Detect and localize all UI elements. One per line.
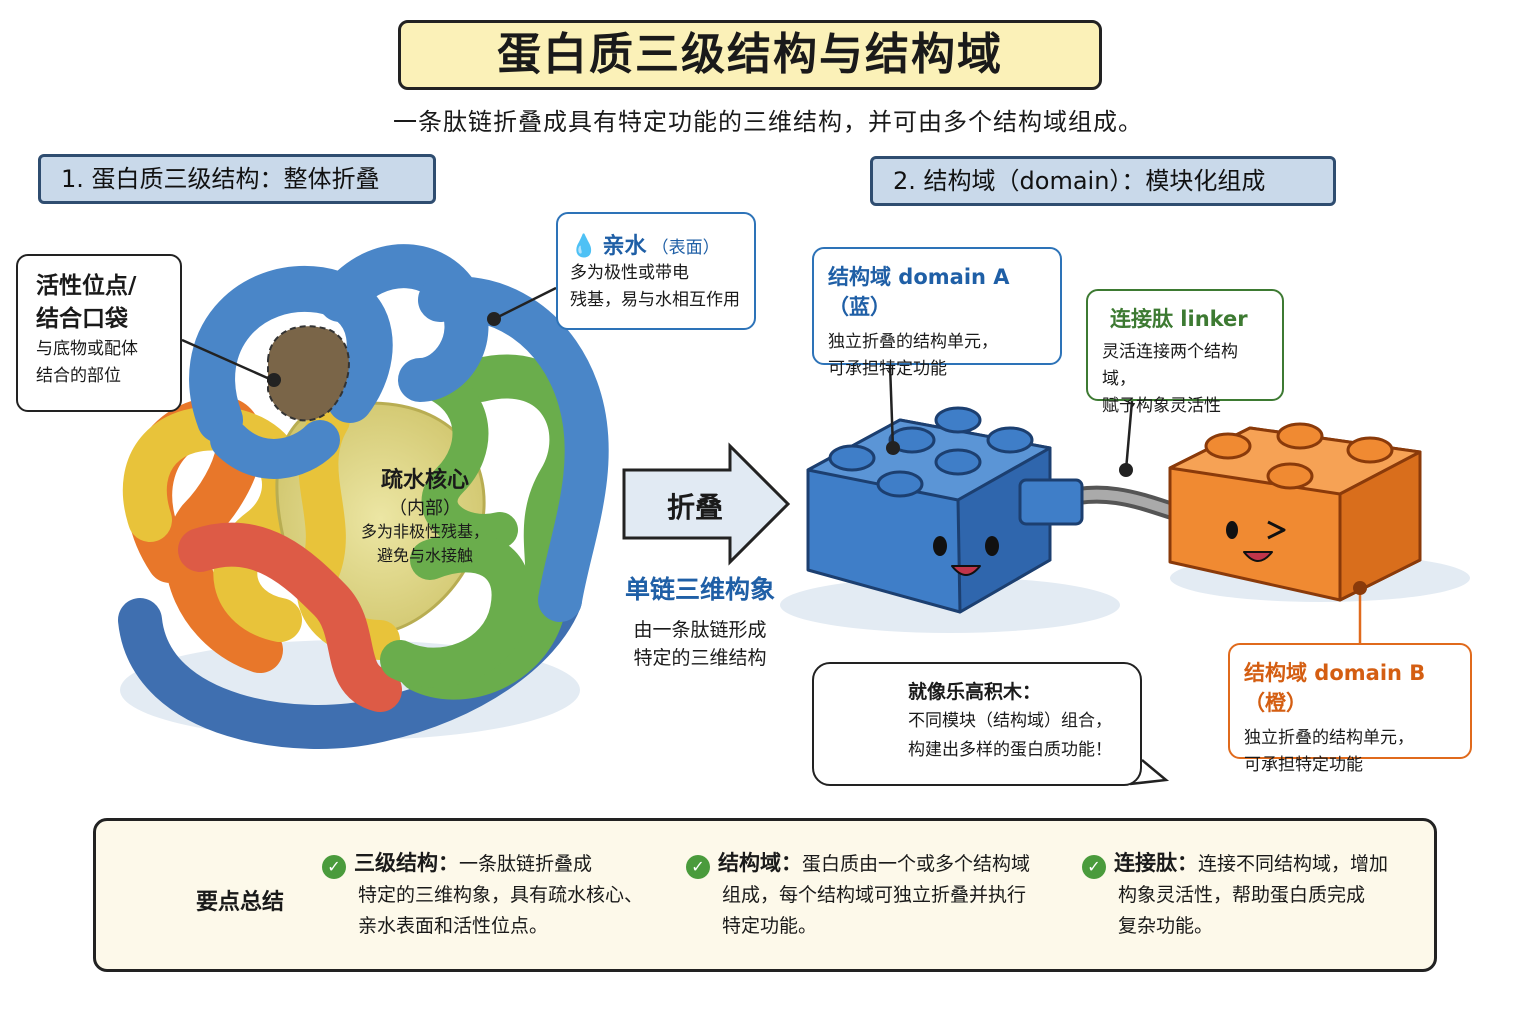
hydrophilic-pointer-line — [493, 286, 557, 321]
single-chain-caption: 由一条肽链形成 特定的三维结构 — [590, 616, 810, 672]
summary-line: 特定功能。 — [722, 915, 818, 937]
linker-title: 连接肽 linker — [1110, 307, 1248, 331]
domain-a-desc-1: 独立折叠的结构单元， — [828, 332, 998, 352]
lego-note-line-1: 不同模块（结构域）组合， — [908, 711, 1112, 731]
summary-line: 特定的三维构象，具有疏水核心、 — [358, 884, 644, 906]
domain-a-callout: 结构域 domain A（蓝） 独立折叠的结构单元， 可承担特定功能 — [812, 247, 1062, 379]
hydrophilic-title-note: （表面） — [651, 238, 720, 258]
linker-callout: 连接肽 linker 灵活连接两个结构域， 赋予构象灵活性 — [1086, 289, 1284, 416]
summary-term: 连接肽： — [1114, 851, 1198, 875]
lego-analogy-note: 就像乐高积木： 不同模块（结构域）组合， 构建出多样的蛋白质功能！ — [812, 662, 1142, 786]
hydrophilic-callout: 💧 亲水 （表面） 多为极性或带电 残基，易与水相互作用 — [556, 212, 756, 330]
section-header-tertiary-structure: 1. 蛋白质三级结构：整体折叠 — [38, 154, 436, 204]
hydrophilic-desc-2: 残基，易与水相互作用 — [570, 290, 740, 310]
core-desc-1: 多为非极性残基， — [360, 522, 489, 541]
pocket-pointer-line — [181, 338, 273, 382]
caption-line-2: 特定的三维结构 — [633, 647, 767, 669]
lego-note-title: 就像乐高积木： — [908, 681, 1042, 703]
check-icon: ✓ — [686, 855, 710, 879]
core-title: 疏水核心 — [380, 468, 469, 493]
summary-line: 连接不同结构域，增加 — [1198, 853, 1389, 875]
water-drop-icon: 💧 — [570, 234, 598, 259]
fold-arrow-icon — [622, 442, 791, 566]
domain-a-desc-2: 可承担特定功能 — [828, 359, 947, 379]
lego-domain-b-icon — [1168, 422, 1422, 602]
summary-line: 构象灵活性，帮助蛋白质完成 — [1118, 884, 1366, 906]
caption-line-1: 由一条肽链形成 — [633, 619, 767, 641]
summary-line: 组成，每个结构域可独立折叠并执行 — [722, 884, 1027, 906]
active-site-callout: 活性位点/ 结合口袋 与底物或配体 结合的部位 — [16, 254, 182, 412]
summary-heading: 要点总结 — [196, 890, 285, 915]
page-title: 蛋白质三级结构与结构域 — [398, 20, 1102, 90]
linker-desc-2: 赋予构象灵活性 — [1102, 396, 1221, 416]
domain-b-desc-2: 可承担特定功能 — [1244, 755, 1363, 775]
check-icon: ✓ — [1082, 855, 1106, 879]
protein-fold-icon — [118, 244, 609, 749]
summary-panel — [93, 818, 1437, 972]
domain-b-desc-1: 独立折叠的结构单元， — [1244, 728, 1414, 748]
linker-desc-1: 灵活连接两个结构域， — [1102, 342, 1238, 389]
summary-item-domain: ✓ 结构域：蛋白质由一个或多个结构域 组成，每个结构域可独立折叠并执行 特定功能。 — [686, 848, 1056, 942]
summary-item-tertiary: ✓ 三级结构：一条肽链折叠成 特定的三维构象，具有疏水核心、 亲水表面和活性位点。 — [322, 848, 652, 942]
core-subtitle: （内部） — [389, 498, 461, 519]
hydrophobic-core-label: 疏水核心 （内部） 多为非极性残基， 避免与水接触 — [330, 462, 520, 568]
active-site-desc-2: 结合的部位 — [36, 366, 121, 386]
lego-note-line-2: 构建出多样的蛋白质功能！ — [908, 740, 1112, 760]
hydrophilic-desc-1: 多为极性或带电 — [570, 263, 689, 283]
active-site-title-2: 结合口袋 — [36, 306, 128, 332]
summary-line: 复杂功能。 — [1118, 915, 1214, 937]
summary-term: 结构域： — [718, 851, 802, 875]
page-subtitle: 一条肽链折叠成具有特定功能的三维结构，并可由多个结构域组成。 — [393, 108, 1143, 136]
binding-pocket — [267, 325, 350, 422]
summary-line: 蛋白质由一个或多个结构域 — [802, 853, 1031, 875]
summary-line: 亲水表面和活性位点。 — [358, 915, 549, 937]
domain-b-title: 结构域 domain B（橙） — [1244, 661, 1426, 715]
domain-b-callout: 结构域 domain B（橙） 独立折叠的结构单元， 可承担特定功能 — [1228, 643, 1472, 775]
section-header-domain: 2. 结构域（domain）：模块化组成 — [870, 156, 1336, 206]
lego-domain-a-icon — [806, 406, 1084, 614]
single-chain-caption-title: 单链三维构象 — [624, 575, 775, 604]
fold-arrow-label: 折叠 — [666, 491, 723, 524]
active-site-title-1: 活性位点/ — [36, 273, 137, 299]
hydrophilic-title: 亲水 — [602, 234, 647, 259]
check-icon: ✓ — [322, 855, 346, 879]
active-site-desc-1: 与底物或配体 — [36, 339, 138, 359]
pocket-pointer-dot — [267, 373, 281, 387]
summary-term: 三级结构： — [354, 851, 459, 875]
summary-line: 一条肽链折叠成 — [459, 853, 593, 875]
core-desc-2: 避免与水接触 — [376, 546, 473, 565]
domain-a-title: 结构域 domain A（蓝） — [828, 265, 1010, 319]
summary-item-linker: ✓ 连接肽：连接不同结构域，增加 构象灵活性，帮助蛋白质完成 复杂功能。 — [1082, 848, 1422, 942]
